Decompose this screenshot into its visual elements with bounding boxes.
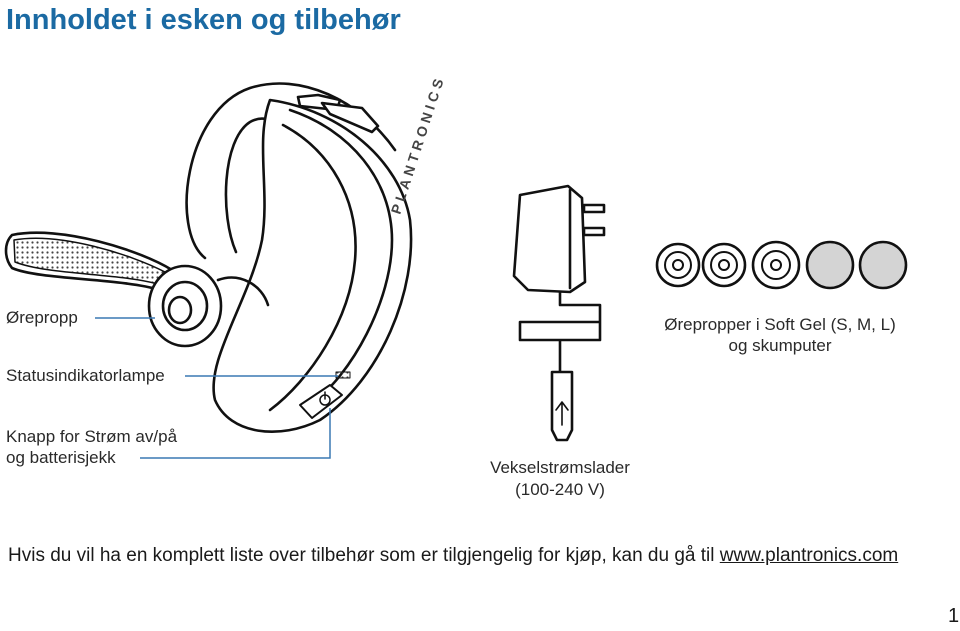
power-button-label-line2: og batterisjekk	[6, 448, 116, 467]
headset-icon	[4, 82, 413, 433]
charger-icon	[512, 184, 606, 442]
eartips-label-line2: og skumputer	[728, 336, 832, 355]
leader-lines	[95, 317, 338, 459]
eartips-icon	[655, 240, 908, 290]
earbud-label: Ørepropp	[6, 308, 78, 327]
charger-label-line1: Vekselstrømslader	[490, 458, 630, 477]
footer-text: Hvis du vil ha en komplett liste over ti…	[8, 545, 898, 567]
power-button-label-line1: Knapp for Strøm av/på	[6, 427, 178, 446]
page-title: Innholdet i esken og tilbehør	[6, 4, 401, 36]
brand-wordmark: PLANTRONICS	[388, 73, 448, 216]
status-light-label: Statusindikatorlampe	[6, 366, 165, 385]
footer-sentence: Hvis du vil ha en komplett liste over ti…	[8, 545, 720, 566]
page-number: 1	[948, 605, 960, 627]
eartips-label-line1: Ørepropper i Soft Gel (S, M, L)	[664, 315, 896, 334]
website-link[interactable]: www.plantronics.com	[719, 545, 899, 566]
charger-label-line2: (100-240 V)	[515, 480, 605, 499]
